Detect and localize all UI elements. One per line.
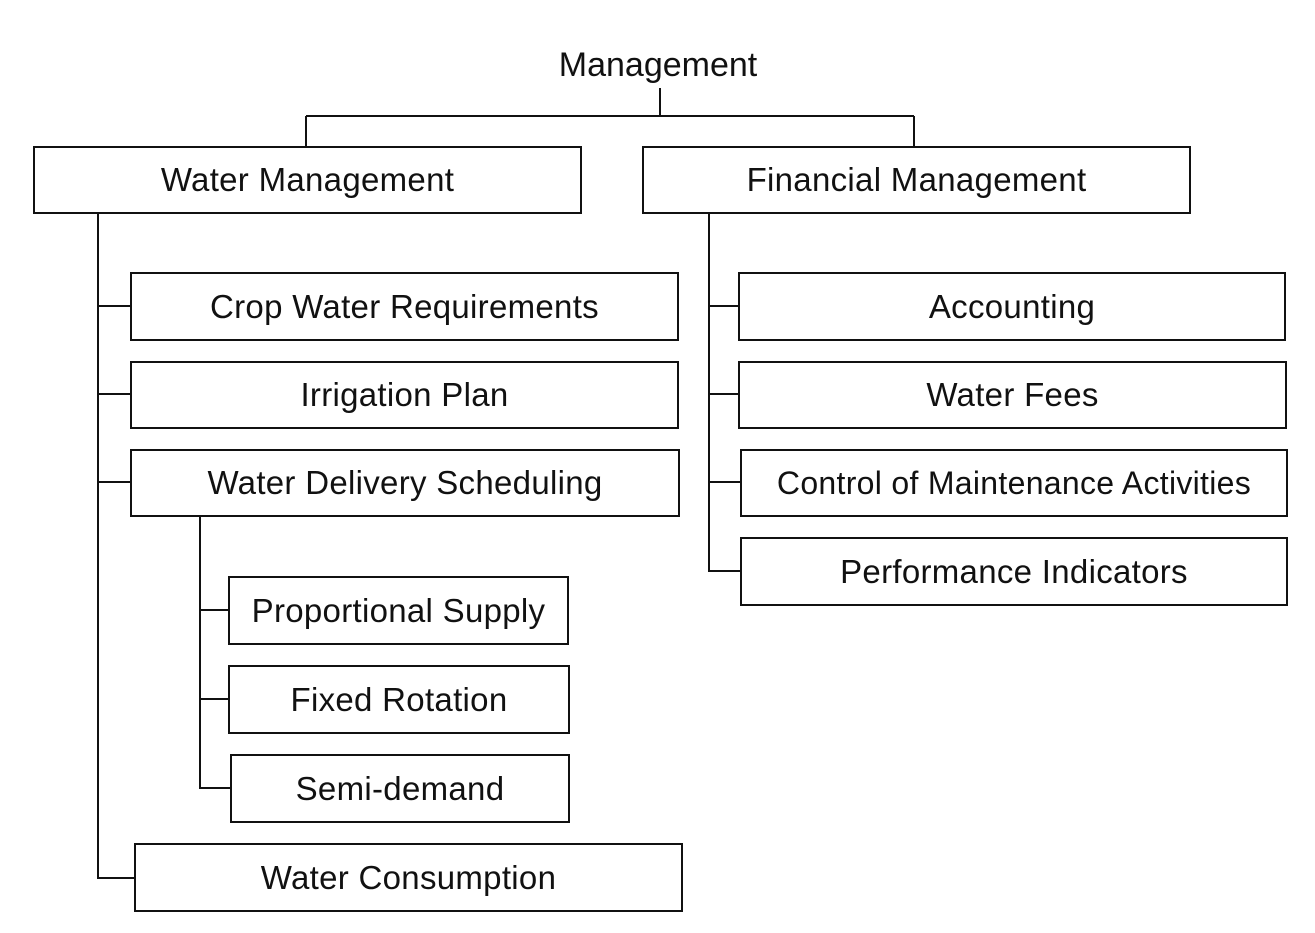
node-financial-management: Financial Management <box>642 146 1191 214</box>
node-label: Water Management <box>160 161 455 198</box>
node-label: Accounting <box>928 287 1096 325</box>
root-node-management: Management <box>558 45 758 84</box>
connector-root <box>305 88 915 146</box>
node-label: Water Fees <box>926 376 1099 413</box>
node-water-consumption: Water Consumption <box>134 843 683 912</box>
node-crop-water-requirements: Crop Water Requirements <box>130 272 679 341</box>
node-proportional-supply: Proportional Supply <box>228 576 569 645</box>
node-label: Water Delivery Scheduling <box>207 464 603 501</box>
connector-scheduling-trunk <box>199 517 230 789</box>
node-water-delivery-scheduling: Water Delivery Scheduling <box>130 449 680 517</box>
connector-financial-trunk <box>708 213 740 572</box>
node-performance-indicators: Performance Indicators <box>740 537 1288 606</box>
node-label: Fixed Rotation <box>290 680 508 718</box>
node-label: Water Consumption <box>260 858 557 896</box>
node-accounting: Accounting <box>738 272 1286 341</box>
node-semi-demand: Semi-demand <box>230 754 570 823</box>
node-label: Proportional Supply <box>251 591 546 629</box>
node-fixed-rotation: Fixed Rotation <box>228 665 570 734</box>
node-water-management: Water Management <box>33 146 582 214</box>
node-label: Performance Indicators <box>840 552 1188 590</box>
node-label: Semi-demand <box>295 769 505 807</box>
node-label: Crop Water Requirements <box>210 287 599 325</box>
node-label: Irrigation Plan <box>300 376 509 413</box>
connector-water-trunk <box>97 213 134 879</box>
node-irrigation-plan: Irrigation Plan <box>130 361 679 429</box>
node-label: Control of Maintenance Activities <box>776 464 1252 501</box>
node-control-of-maintenance-activities: Control of Maintenance Activities <box>740 449 1288 517</box>
node-label: Financial Management <box>746 161 1087 198</box>
node-water-fees: Water Fees <box>738 361 1287 429</box>
